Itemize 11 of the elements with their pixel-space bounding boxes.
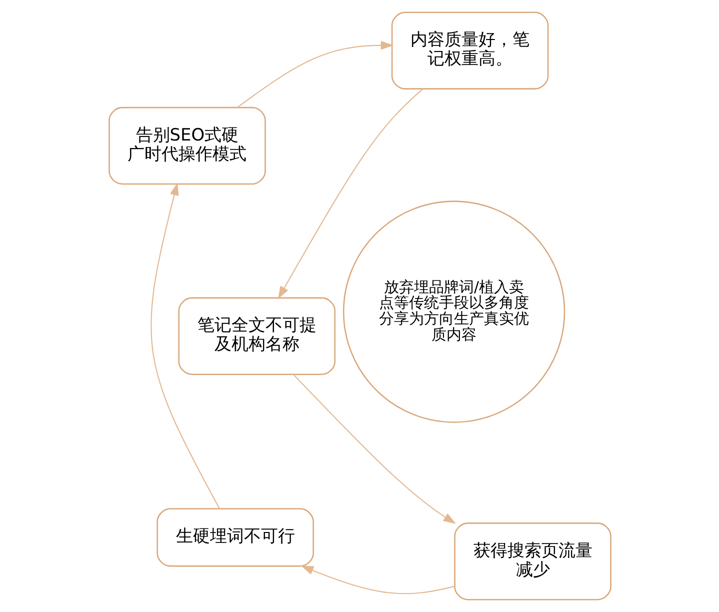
arrow <box>277 88 422 300</box>
node-box: 获得搜索页流量减少 <box>454 522 611 600</box>
arrow <box>150 182 220 509</box>
arrow <box>300 566 454 594</box>
arrow <box>292 374 456 524</box>
node-box: 生硬埋词不可行 <box>156 508 314 567</box>
node-box: 告别SEO式硬广时代操作模式 <box>108 106 266 185</box>
node-box: 内容质量好，笔记权重高。 <box>390 12 548 90</box>
node-circle: 放弃埋品牌词/植入卖点等传统手段以多角度分享为方向生产真实优质内容 <box>342 200 565 423</box>
node-box: 笔记全文不可提及机构名称 <box>178 297 335 375</box>
arrow <box>236 40 394 108</box>
